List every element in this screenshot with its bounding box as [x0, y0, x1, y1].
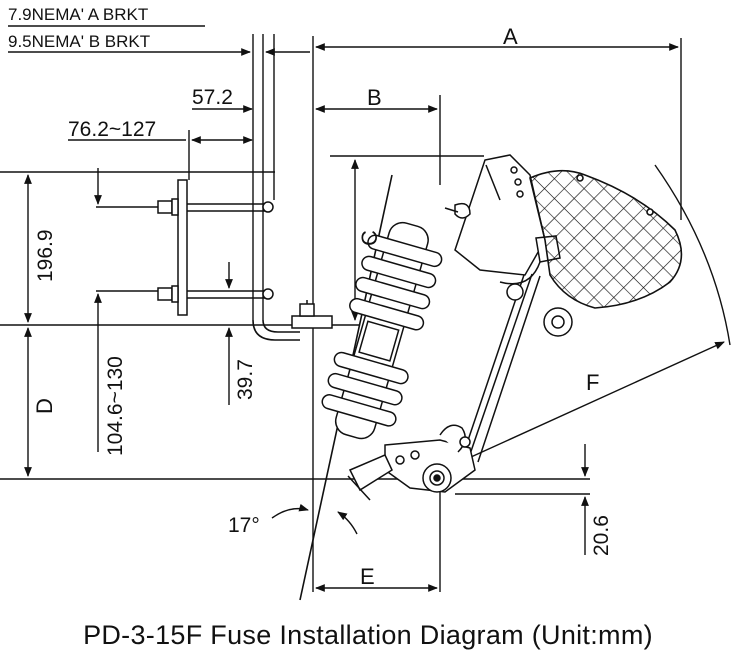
- swing-arc: [654, 164, 731, 346]
- mounting-bracket: [157, 179, 333, 341]
- dim-label-e: E: [360, 564, 375, 589]
- insulator: [321, 221, 443, 440]
- bracket-a-label: 7.9NEMA' A BRKT: [8, 5, 148, 24]
- diagram-caption: PD-3-15F Fuse Installation Diagram (Unit…: [83, 620, 653, 650]
- dim-label-c: C: [357, 230, 382, 246]
- angle-label: 17°: [228, 514, 260, 537]
- bracket-b-label: 9.5NEMA' B BRKT: [8, 32, 150, 51]
- dim-label-39-7: 39.7: [234, 359, 257, 400]
- dimension-lines: [24, 43, 725, 592]
- dim-label-104-6-130: 104.6~130: [104, 356, 127, 456]
- dim-label-d: D: [32, 398, 57, 414]
- bracket-leaders: [8, 25, 251, 56]
- dim-label-a: A: [503, 24, 518, 49]
- dim-label-76-2-127: 76.2~127: [68, 118, 156, 141]
- dim-label-57-2: 57.2: [192, 86, 233, 109]
- dim-label-196-9: 196.9: [34, 229, 57, 282]
- dim-label-f: F: [586, 370, 599, 395]
- arc-chute: [529, 169, 683, 309]
- extension-lines: [188, 34, 682, 592]
- dim-label-b: B: [367, 85, 382, 110]
- dim-label-20-6: 20.6: [590, 515, 613, 556]
- lower-contact: [347, 424, 476, 501]
- fuse-tube: [461, 271, 573, 463]
